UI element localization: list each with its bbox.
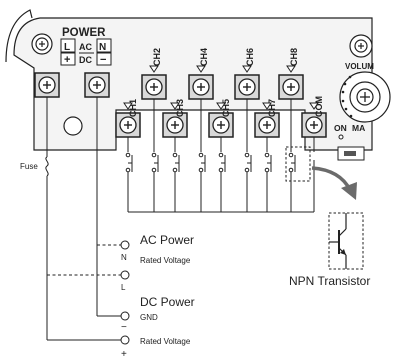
switch-contact	[218, 152, 226, 173]
fuse-label: Fuse	[20, 162, 38, 171]
middle-channel-arrows	[123, 102, 319, 110]
ac-power-l-terminal	[120, 270, 130, 280]
channel-label-ch3: CH3	[175, 99, 185, 117]
power-minus-box	[96, 52, 112, 66]
switch-contact	[288, 152, 296, 173]
callout-arrow	[311, 166, 352, 191]
ac-rated-voltage: Rated Voltage	[140, 256, 191, 265]
right-screw-icon	[349, 34, 373, 58]
ac-power-n-terminal	[120, 240, 130, 250]
top-channel-labels: CH2 CH4 CH6 CH8	[152, 48, 299, 66]
contact-grid	[127, 99, 315, 213]
terminal-ch4[interactable]	[188, 74, 214, 100]
middle-terminal-row	[115, 112, 327, 138]
terminal-ch8[interactable]	[278, 74, 304, 100]
power-l-label: L	[64, 42, 70, 53]
channel-label-ch6: CH6	[245, 48, 255, 66]
switch-contact	[172, 152, 180, 173]
ac-l-label: L	[121, 283, 126, 292]
channel-label-ch7: CH7	[267, 99, 277, 117]
channel-label-ch5: CH5	[221, 99, 231, 117]
dc-power-gnd-terminal	[120, 311, 130, 321]
power-plus-label: +	[64, 54, 70, 66]
terminal-ch1[interactable]	[115, 112, 141, 138]
terminal-ch6[interactable]	[234, 74, 260, 100]
ac-dashed-wires	[47, 244, 121, 276]
power-ac-label: AC	[79, 42, 92, 52]
power-l-box	[60, 38, 76, 53]
switch-contact	[125, 152, 133, 173]
switch-contact	[244, 152, 252, 173]
dc-gnd-label: GND	[140, 313, 158, 322]
terminal-com[interactable]	[301, 112, 327, 138]
volume-knob-icon[interactable]	[339, 71, 391, 123]
channel-label-ch2: CH2	[152, 48, 162, 66]
ac-n-label: N	[121, 253, 127, 262]
power-terminal-l[interactable]	[34, 72, 60, 98]
channel-label-com: COM	[314, 96, 324, 117]
channel-label-ch1: CH1	[128, 99, 138, 117]
power-plus-box	[60, 52, 76, 66]
on-label: ON	[334, 123, 347, 133]
top-terminal-row	[141, 74, 304, 100]
switch-contact	[198, 152, 206, 173]
power-minus-label: −	[100, 54, 106, 66]
housing-hole	[63, 116, 83, 136]
middle-channel-labels: CH1 CH3 CH5 CH7 COM	[128, 96, 324, 117]
power-title: POWER	[62, 27, 106, 39]
volume-label: VOLUM	[345, 62, 374, 71]
terminal-ch3[interactable]	[162, 112, 188, 138]
dip-switch-slider	[344, 151, 356, 156]
housing-left-tab	[5, 9, 33, 63]
terminal-ch2[interactable]	[141, 74, 167, 100]
dc-power-title: DC Power	[140, 295, 195, 309]
dc-power-plus-terminal	[120, 335, 130, 345]
power-dc-label: DC	[79, 55, 92, 65]
ma-label: MA	[352, 123, 365, 133]
dc-plus-label: +	[121, 349, 127, 360]
power-n-box	[96, 38, 112, 53]
transistor-highlight-box	[285, 146, 311, 182]
switch-contact	[264, 152, 272, 173]
terminal-ch5[interactable]	[208, 112, 234, 138]
ac-power-title: AC Power	[140, 233, 194, 247]
npn-transistor-icon	[328, 212, 364, 270]
contact-switches	[125, 152, 296, 173]
callout-arrow-head	[341, 182, 357, 200]
power-wires	[45, 97, 121, 341]
volume-scale	[341, 75, 353, 118]
dc-minus-label: −	[121, 322, 127, 333]
on-indicator-icon	[338, 134, 344, 140]
transistor-label: NPN Transistor	[289, 274, 370, 288]
channel-label-ch8: CH8	[289, 48, 299, 66]
top-channel-arrows	[149, 65, 296, 73]
switch-contact	[151, 152, 159, 173]
dc-rated-voltage: Rated Voltage	[140, 337, 191, 346]
power-terminal-n[interactable]	[84, 72, 110, 98]
channel-label-ch4: CH4	[199, 48, 209, 66]
mounting-screw-icon	[31, 33, 53, 55]
power-n-label: N	[99, 42, 106, 53]
